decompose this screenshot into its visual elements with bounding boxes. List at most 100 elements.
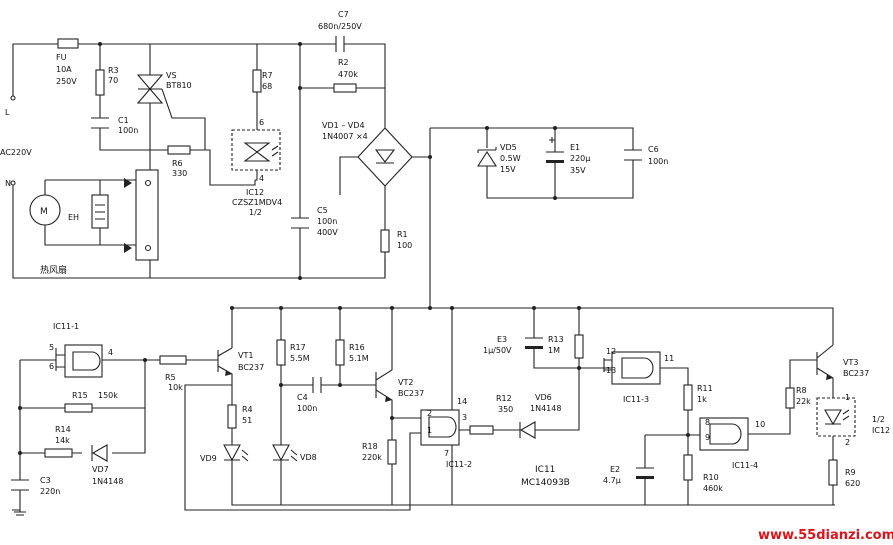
label-r14-v: 14k xyxy=(55,436,70,445)
label-eh: EH xyxy=(68,213,79,222)
label-fan: 热风扇 xyxy=(40,264,67,276)
label-c4: C4 xyxy=(297,393,308,402)
label-ic12: IC12 xyxy=(246,188,264,197)
label-fu-v2: 250V xyxy=(56,77,77,86)
resistor-r5 xyxy=(159,355,187,365)
labels: FU 10A 250V R3 70 VS BT810 C1 100n R6 33… xyxy=(0,10,893,543)
motor-m xyxy=(29,194,61,226)
fan-switch-block xyxy=(135,169,159,261)
label-ic11-v: MC14093B xyxy=(521,478,570,488)
label-c3-v: 220n xyxy=(40,487,60,496)
gate-ic11-1 xyxy=(64,344,103,378)
label-m: M xyxy=(40,207,48,217)
label-c7-v: 680n/250V xyxy=(318,22,362,31)
label-r18-v: 220k xyxy=(362,453,382,462)
label-r15: R15 xyxy=(72,391,88,400)
label-ic12-v1: CZSZ1MDV4 xyxy=(232,198,282,207)
label-r2: R2 xyxy=(338,58,349,67)
label-r7-v: 68 xyxy=(262,82,272,91)
label-r11-v: 1k xyxy=(697,395,707,404)
resistor-r17 xyxy=(276,339,286,366)
label-c4-v: 100n xyxy=(297,404,317,413)
label-ic11-4: IC11-4 xyxy=(732,461,758,470)
label-vd7: VD7 xyxy=(92,465,109,474)
label-r8: R8 xyxy=(796,386,807,395)
fuse-fu xyxy=(57,38,79,49)
label-ic12b: 1/2 xyxy=(872,415,885,424)
label-vd6: VD6 xyxy=(535,393,552,402)
label-ac: AC220V xyxy=(0,148,32,157)
label-vt2-v: BC237 xyxy=(398,389,424,398)
resistor-r11 xyxy=(683,384,693,411)
label-pin1: 1 xyxy=(427,426,432,435)
label-pin2: 2 xyxy=(427,409,432,418)
label-e2: E2 xyxy=(610,465,620,474)
label-ic12b-pin1: 1 xyxy=(845,393,850,402)
label-e3: E3 xyxy=(497,335,507,344)
label-r9: R9 xyxy=(845,468,856,477)
label-vt3-v: BC237 xyxy=(843,369,869,378)
label-r12-v: 350 xyxy=(498,405,513,414)
bridge-supply xyxy=(339,88,642,308)
resistor-r16 xyxy=(335,339,345,366)
label-c5: C5 xyxy=(317,206,328,215)
label-r15-v: 150k xyxy=(98,391,118,400)
label-r13-v: 1M xyxy=(548,346,560,355)
label-e2-v: 4.7μ xyxy=(603,476,621,485)
label-r10-v: 460k xyxy=(703,484,723,493)
label-vd8: VD8 xyxy=(300,453,317,462)
label-r3: R3 xyxy=(108,66,119,75)
label-e1: E1 xyxy=(570,143,580,152)
label-vt2: VT2 xyxy=(398,378,413,387)
label-r11: R11 xyxy=(697,384,713,393)
terminal-l xyxy=(10,95,16,101)
label-vd1: VD1 – VD4 xyxy=(322,121,365,130)
resistor-r15 xyxy=(64,403,93,413)
label-e1-v2: 35V xyxy=(570,166,586,175)
label-r14: R14 xyxy=(55,425,71,434)
label-c1: C1 xyxy=(118,116,129,125)
label-c6: C6 xyxy=(648,145,659,154)
label-pin13: 13 xyxy=(606,366,616,375)
resistor-r4 xyxy=(227,404,237,429)
label-r5-v: 10k xyxy=(168,383,183,392)
watermark: www.55dianzi.com xyxy=(758,528,893,543)
resistor-r7 xyxy=(252,69,262,93)
label-r10: R10 xyxy=(703,473,719,482)
led-vd9 xyxy=(223,444,241,462)
resistor-r18 xyxy=(387,439,397,465)
label-e3-v: 1μ/50V xyxy=(483,346,512,355)
label-r6-v: 330 xyxy=(172,169,187,178)
resistor-r14 xyxy=(44,448,73,458)
resistor-r12 xyxy=(469,425,494,435)
label-r4-v: 51 xyxy=(242,416,252,425)
label-c6-v: 100n xyxy=(648,157,668,166)
gate-ic11-4 xyxy=(699,417,749,451)
label-pin6: 6 xyxy=(49,362,54,371)
label-vs-v: BT810 xyxy=(166,81,192,90)
label-vt1: VT1 xyxy=(238,351,253,360)
label-vd6-v: 1N4148 xyxy=(530,404,561,413)
label-r1-v: 100 xyxy=(397,241,412,250)
label-n: N xyxy=(5,179,11,188)
label-e1-v1: 220μ xyxy=(570,154,590,163)
label-r3-v: 70 xyxy=(108,76,118,85)
label-vd9: VD9 xyxy=(200,454,217,463)
label-ic11-1: IC11-1 xyxy=(53,322,79,331)
label-c7: C7 xyxy=(338,10,349,19)
label-vd5: VD5 xyxy=(500,143,517,152)
label-l: L xyxy=(5,108,10,117)
label-ic11: IC11 xyxy=(535,465,555,475)
label-c3: C3 xyxy=(40,476,51,485)
label-fu-v1: 10A xyxy=(56,65,72,74)
label-pin9: 9 xyxy=(705,433,710,442)
diode-vd7 xyxy=(91,444,108,462)
label-pin3: 3 xyxy=(462,413,467,422)
label-r2-v: 470k xyxy=(338,70,358,79)
label-r1: R1 xyxy=(397,230,408,239)
resistor-r13 xyxy=(574,334,584,359)
mains-section xyxy=(10,36,386,280)
label-ic11-3: IC11-3 xyxy=(623,395,649,404)
label-pin10: 10 xyxy=(755,420,765,429)
